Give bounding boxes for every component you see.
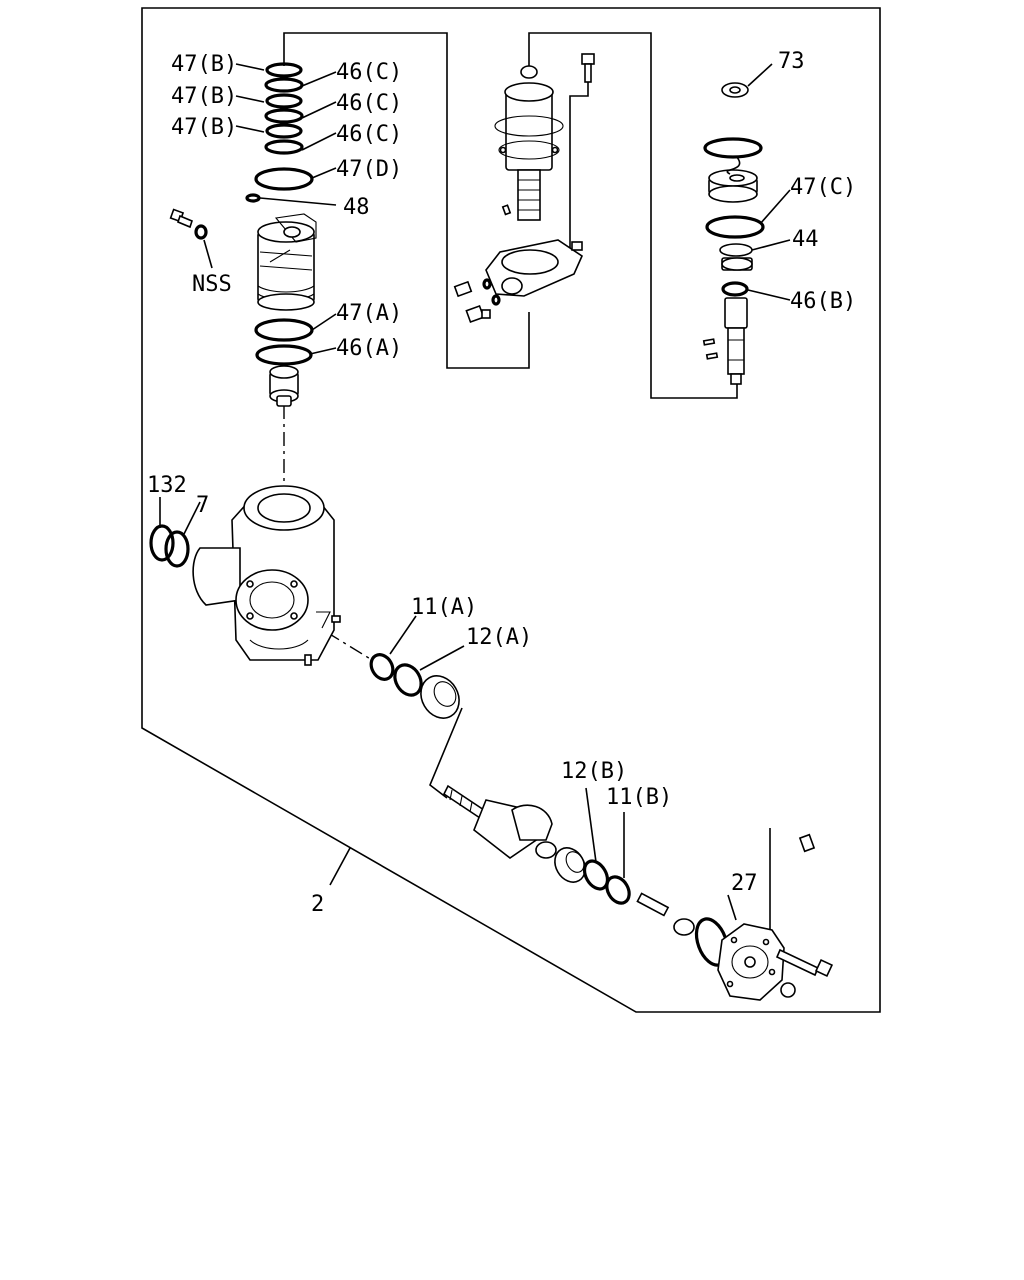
label-7: 7 [196,493,209,518]
label-27: 27 [731,871,758,896]
ball-nut-end [269,365,299,407]
connector-line-bolt [569,82,589,255]
o-ring-47c [705,215,765,239]
seal-ring-46c-1 [264,77,304,93]
gasket [703,137,763,159]
label-2: 2 [311,892,324,917]
label-46c-2: 46(C) [336,91,402,116]
side-cover [717,923,785,1001]
seal-ring-12a [393,663,423,697]
retaining-ring-11a [369,653,395,681]
needle-bearing [420,675,460,719]
sector-shaft [442,784,557,859]
adjust-screw [636,892,670,917]
connector-line-top-right [528,32,738,399]
fitting-upper [453,278,501,306]
connector-line-top-left [283,32,530,369]
pins-right [702,338,719,360]
label-132: 132 [147,473,187,498]
seal-ring-46a [255,344,313,366]
label-44: 44 [792,227,819,252]
valve-housing [485,239,584,297]
label-46c-1: 46(C) [336,60,402,85]
seal-ring-47b-2 [265,93,303,109]
label-47b-2: 47(B) [171,84,237,109]
label-47d: 47(D) [336,157,402,182]
nss-washer [194,224,208,240]
bleeder-plug [798,833,816,853]
pin [501,204,512,216]
label-11b: 11(B) [606,785,672,810]
assembly-boundary [141,7,881,1013]
seal-ring-46c-3 [264,139,304,155]
label-47a: 47(A) [336,301,402,326]
label-46c-3: 46(C) [336,122,402,147]
label-73: 73 [778,49,805,74]
label-12a: 12(A) [466,625,532,650]
cover-bolt [775,948,834,978]
valve-bolt [581,53,595,83]
connector-line-pinion [429,707,463,799]
fitting-lower [465,304,491,324]
seal-ring-46b [721,281,749,297]
label-47b-3: 47(B) [171,115,237,140]
o-ring-47a [254,318,314,342]
label-47c: 47(C) [790,175,856,200]
retaining-ring-11b [605,875,631,905]
small-washer-48 [245,193,261,203]
label-46b: 46(B) [790,289,856,314]
lock-nut [673,918,695,936]
o-ring-47d [254,167,314,191]
input-shaft [724,297,748,385]
label-11a: 11(A) [411,595,477,620]
label-12b: 12(B) [561,759,627,784]
cover-nut [780,982,796,998]
valve-cover [708,169,758,203]
washer-73 [721,82,749,98]
seal-132 [149,524,175,562]
nss-bolt [169,208,193,229]
power-piston [257,213,317,311]
seal-ring-47b-1 [265,62,303,78]
bearing-44 [719,243,753,271]
gear-housing [192,485,341,666]
label-nss: NSS [192,272,232,297]
label-47b-1: 47(B) [171,52,237,77]
seal-ring-46c-2 [264,108,304,124]
leader-lines [159,63,791,921]
seal-ring-12b [582,859,610,891]
label-48: 48 [343,195,370,220]
bearing-right [554,847,586,883]
seal-ring-47b-3 [265,123,303,139]
ring-7 [164,530,190,568]
control-valve-body [494,82,564,221]
valve-nut [520,65,538,79]
label-46a: 46(A) [336,336,402,361]
